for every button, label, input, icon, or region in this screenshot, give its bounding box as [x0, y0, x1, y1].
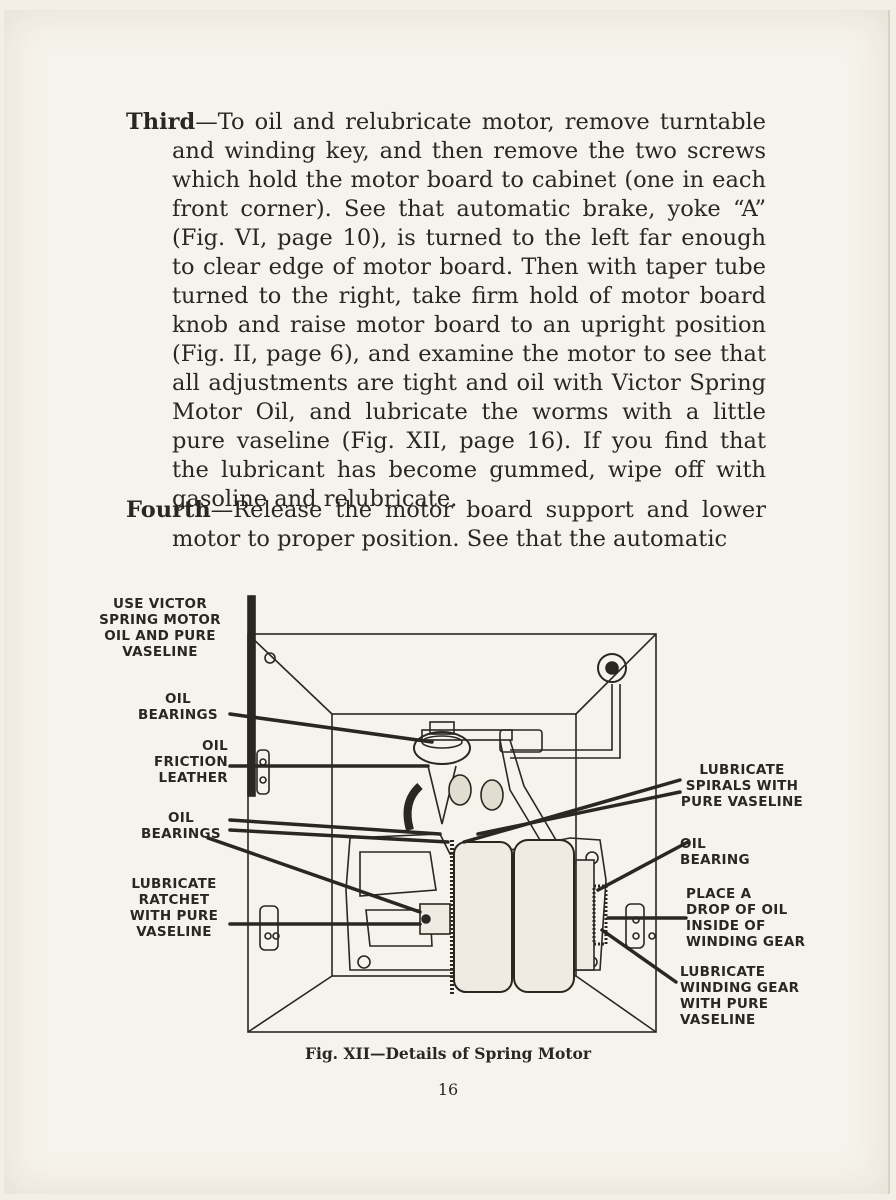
paragraph-fourth: Fourth—Release the motor board support a…: [126, 496, 766, 554]
leader-oil-bearings-top: [228, 712, 434, 744]
label-lubricate-winding-gear: LUBRICATE WINDING GEAR WITH PURE VASELIN…: [680, 964, 800, 1028]
label-use-victor-oil: USE VICTOR SPRING MOTOR OIL AND PURE VAS…: [99, 596, 221, 660]
label-lubricate-ratchet: LUBRICATE RATCHET WITH PURE VASELINE: [129, 876, 219, 940]
page-number: 16: [437, 1080, 459, 1099]
figure-caption: Fig. XII—Details of Spring Motor: [304, 1044, 592, 1063]
label-oil-bearings-top: OIL BEARINGS: [138, 691, 218, 723]
paragraph-third: Third—To oil and relubricate motor, remo…: [126, 108, 766, 514]
label-place-drop-of-oil: PLACE A DROP OF OIL INSIDE OF WINDING GE…: [686, 886, 806, 950]
leader-oil-bearings-mid-2: [228, 828, 450, 844]
leader-oil-bearing-right: [596, 840, 690, 892]
leader-spirals-1: [462, 778, 682, 844]
motor-board-frame: [247, 633, 657, 1033]
paragraph-fourth-lead: Fourth: [126, 497, 211, 523]
leader-oil-bearings-mid-1: [228, 818, 442, 836]
leader-spirals-2: [476, 790, 682, 836]
label-oil-bearings-mid: OIL BEARINGS: [141, 810, 221, 842]
label-lubricate-spirals: LUBRICATE SPIRALS WITH PURE VASELINE: [680, 762, 804, 810]
paragraph-fourth-text: —Release the motor board support and low…: [172, 497, 766, 552]
spring-motor-diagram: [206, 595, 690, 1033]
leader-oil-bearings-mid-3: [206, 836, 422, 914]
support-rod: [247, 595, 256, 797]
paragraph-third-lead: Third: [126, 109, 196, 135]
label-oil-friction-leather: OIL FRICTION LEATHER: [154, 738, 228, 786]
paragraph-third-text: —To oil and relubricate motor, remove tu…: [172, 109, 766, 512]
leader-winding-gear: [600, 928, 678, 984]
page-sheet: [4, 10, 890, 1194]
label-oil-bearing-right: OIL BEARING: [680, 836, 750, 868]
